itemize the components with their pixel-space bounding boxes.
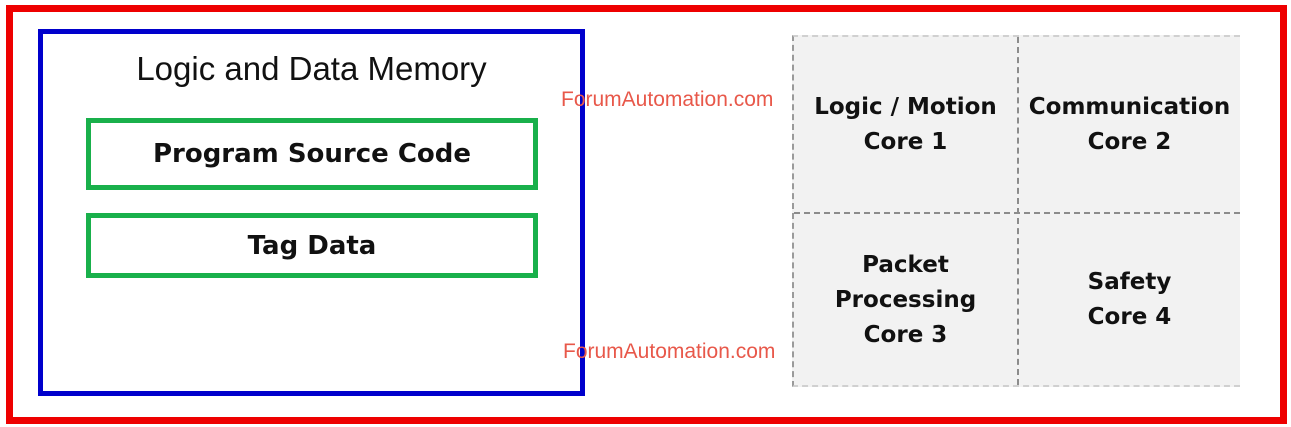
watermark-bottom: ForumAutomation.com: [563, 340, 776, 363]
program-source-code-box: Program Source Code: [86, 118, 538, 190]
outer-frame: [6, 5, 1287, 424]
logic-and-data-memory-box: Logic and Data Memory Program Source Cod…: [38, 29, 585, 396]
core-4-cell: Safety Core 4: [1087, 269, 1172, 330]
grid-vertical-divider: [1017, 37, 1019, 385]
core-2-cell: Communication Core 2: [1028, 94, 1231, 155]
grid-horizontal-divider: [794, 212, 1240, 214]
core-3-cell: Packet Processing Core 3: [834, 251, 977, 348]
memory-title: Logic and Data Memory: [136, 50, 487, 87]
core-1-cell: Logic / Motion Core 1: [814, 94, 997, 155]
watermark-top: ForumAutomation.com: [561, 88, 774, 111]
processor-cores-grid: Logic / Motion Core 1 Communication Core…: [792, 35, 1240, 387]
tag-data-box: Tag Data: [86, 213, 538, 278]
